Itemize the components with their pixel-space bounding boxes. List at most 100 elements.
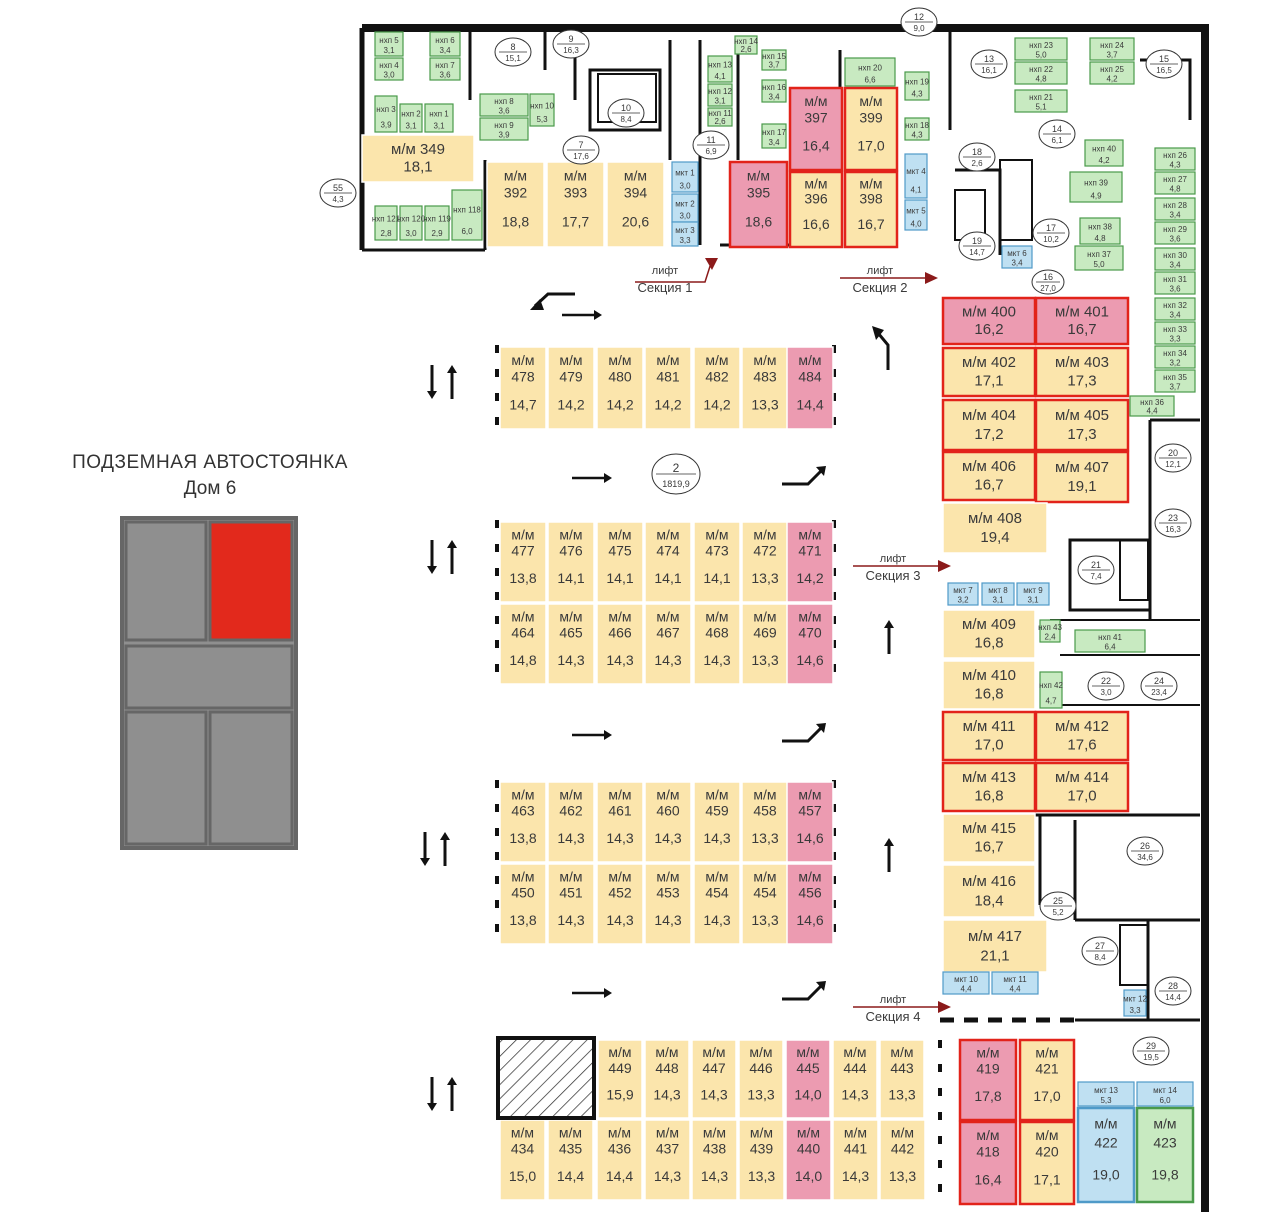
storage-unit-14[interactable]: нхп 142,6 bbox=[734, 35, 758, 55]
tech-room-9[interactable]: мкт 93,1 bbox=[1016, 582, 1050, 606]
storage-unit-32[interactable]: нхп 323,4 bbox=[1154, 297, 1196, 321]
storage-unit-41[interactable]: нхп 416,4 bbox=[1074, 629, 1146, 653]
storage-unit-42[interactable]: нхп 424,7 bbox=[1039, 671, 1063, 709]
storage-unit-40[interactable]: нхп 404,2 bbox=[1084, 139, 1124, 167]
storage-unit-15[interactable]: нхп 153,7 bbox=[761, 49, 787, 71]
storage-unit-2[interactable]: нхп 23,1 bbox=[399, 103, 423, 133]
storage-unit-17[interactable]: нхп 173,4 bbox=[761, 123, 787, 149]
storage-unit-20[interactable]: нхп 206,6 bbox=[844, 57, 896, 87]
storage-unit-36[interactable]: нхп 364,4 bbox=[1129, 395, 1175, 417]
storage-unit-37[interactable]: нхп 375,0 bbox=[1074, 245, 1124, 271]
tech-room-14[interactable]: мкт 146,0 bbox=[1136, 1081, 1194, 1107]
tech-room-11[interactable]: мкт 114,4 bbox=[991, 971, 1039, 995]
storage-unit-13[interactable]: нхп 134,1 bbox=[707, 55, 733, 83]
storage-unit-6[interactable]: нхп 63,4 bbox=[429, 31, 461, 57]
storage-unit-43[interactable]: нхп 432,4 bbox=[1038, 619, 1062, 643]
storage-unit-33[interactable]: нхп 333,3 bbox=[1154, 321, 1196, 345]
storage-unit-38[interactable]: нхп 384,8 bbox=[1079, 217, 1121, 245]
tech-room-13[interactable]: мкт 135,3 bbox=[1077, 1081, 1135, 1107]
storage-unit-28[interactable]: нхп 283,4 bbox=[1154, 197, 1196, 221]
storage-unit-26[interactable]: нхп 264,3 bbox=[1154, 147, 1196, 171]
tech-room-2[interactable]: мкт 23,0 bbox=[671, 193, 699, 223]
storage-unit-10[interactable]: нхп 105,3 bbox=[529, 93, 555, 127]
storage-unit-19[interactable]: нхп 194,3 bbox=[904, 71, 930, 101]
storage-unit-22[interactable]: нхп 224,8 bbox=[1014, 61, 1068, 85]
tech-room-7[interactable]: мкт 73,2 bbox=[947, 582, 979, 606]
storage-unit-35[interactable]: нхп 353,7 bbox=[1154, 369, 1196, 393]
storage-unit-25[interactable]: нхп 254,2 bbox=[1089, 61, 1135, 85]
storage-unit-8[interactable]: нхп 83,6 bbox=[479, 93, 529, 117]
storage-unit-4[interactable]: нхп 43,0 bbox=[374, 57, 404, 81]
storage-unit-29[interactable]: нхп 293,6 bbox=[1154, 221, 1196, 245]
storage-unit-7[interactable]: нхп 73,6 bbox=[429, 57, 461, 81]
storage-unit-5[interactable]: нхп 53,1 bbox=[374, 31, 404, 57]
storage-unit-30[interactable]: нхп 303,4 bbox=[1154, 247, 1196, 271]
tech-room-10[interactable]: мкт 104,4 bbox=[942, 971, 990, 995]
storage-unit-31[interactable]: нхп 313,6 bbox=[1154, 271, 1196, 295]
storage-unit-9[interactable]: нхп 93,9 bbox=[479, 117, 529, 141]
tech-room-5[interactable]: мкт 54,0 bbox=[904, 199, 928, 231]
storage-unit-16[interactable]: нхп 163,4 bbox=[761, 79, 787, 103]
storage-unit-39[interactable]: нхп 394,9 bbox=[1069, 171, 1123, 203]
tech-room-1[interactable]: мкт 13,0 bbox=[671, 161, 699, 193]
